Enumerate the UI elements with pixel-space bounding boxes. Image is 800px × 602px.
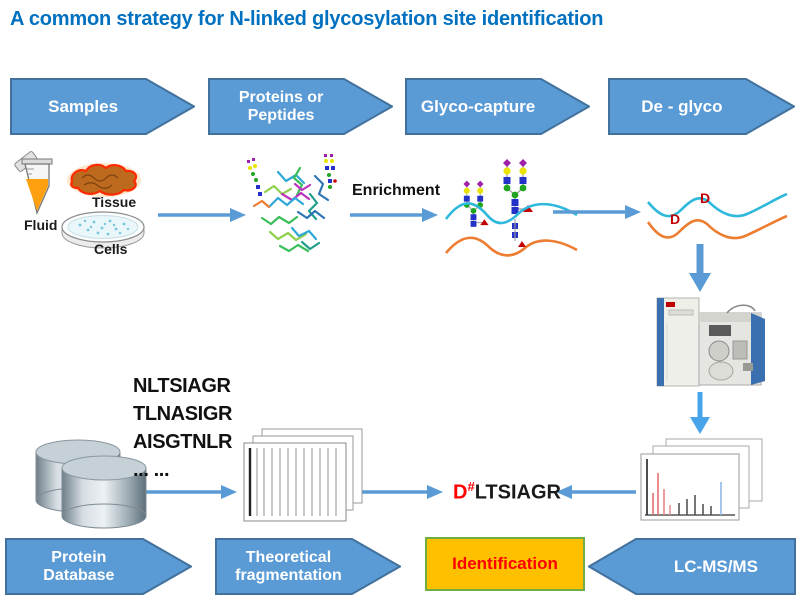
flow-step-protein-database: Protein Database bbox=[5, 538, 192, 595]
identification-label: Identification bbox=[452, 554, 558, 573]
tissue-label: Tissue bbox=[92, 194, 137, 210]
enrichment-label: Enrichment bbox=[352, 182, 441, 199]
fluid-tube-icon bbox=[14, 151, 53, 216]
flow-step-lc-msms: LC-MS/MS bbox=[588, 538, 796, 595]
flow-step-de-glyco: De - glyco bbox=[608, 78, 795, 135]
ms-spectrum-stack bbox=[640, 438, 763, 521]
flow-step-label: Glyco-capture bbox=[420, 96, 536, 116]
identified-peptide-hash: # bbox=[467, 479, 475, 494]
protein-cluster-icon bbox=[247, 154, 337, 253]
peptide-item: TLNASIGR bbox=[133, 403, 233, 425]
right-arrow-shape bbox=[208, 78, 393, 135]
identified-peptide: D#LTSIAGR bbox=[453, 479, 561, 505]
left-arrow-shape bbox=[588, 538, 796, 595]
peptide-item: ... ... bbox=[133, 459, 170, 481]
deglyco-d-bottom: D bbox=[670, 211, 681, 227]
page-title: A common strategy for N-linked glycosyla… bbox=[10, 8, 604, 30]
right-arrow-shape bbox=[405, 78, 590, 135]
cells-dish-icon bbox=[61, 211, 145, 249]
arrow-docs-to-peptide bbox=[355, 485, 443, 499]
arrow-spectrum-to-peptide bbox=[556, 485, 636, 499]
arrow-down-to-ms bbox=[689, 244, 711, 292]
right-arrow-shape bbox=[10, 78, 195, 135]
arrow-enrichment bbox=[350, 208, 438, 222]
arrow-db-to-docs bbox=[145, 485, 237, 499]
flow-step-label: Samples bbox=[48, 96, 119, 116]
deglyco-d-top: D bbox=[700, 190, 711, 206]
identified-peptide-d: D bbox=[453, 481, 468, 504]
flow-step-glyco-capture: Glyco-capture bbox=[405, 78, 590, 135]
arrow-samples-to-proteins bbox=[158, 208, 246, 222]
flow-step-theoretical-fragmentation: Theoretical fragmentation bbox=[215, 538, 401, 595]
flow-step-label: Protein Database bbox=[43, 548, 115, 584]
flow-step-samples: Samples bbox=[10, 78, 195, 135]
identification-box: Identification bbox=[425, 537, 585, 591]
flow-step-proteins-peptides: Proteins or Peptides bbox=[208, 78, 393, 135]
flow-step-label: Proteins or Peptides bbox=[238, 88, 324, 124]
protein-database-icon bbox=[35, 439, 147, 529]
deglyco-waves-icon bbox=[646, 192, 788, 240]
tissue-icon bbox=[67, 163, 141, 197]
flow-step-label: Theoretical fragmentation bbox=[235, 548, 342, 584]
identified-peptide-rest: LTSIAGR bbox=[474, 481, 561, 504]
arrow-capture-to-deglyco bbox=[553, 205, 641, 219]
glyco-capture-icon bbox=[444, 158, 578, 257]
flow-step-label: LC-MS/MS bbox=[673, 556, 758, 576]
fluid-label: Fluid bbox=[24, 217, 58, 233]
arrow-down-to-spectrum bbox=[690, 392, 710, 434]
peptide-item: AISGTNLR bbox=[133, 431, 233, 453]
theoretical-spectra-stack bbox=[243, 428, 363, 522]
peptide-item: NLTSIAGR bbox=[133, 375, 231, 397]
right-arrow-shape bbox=[215, 538, 401, 595]
right-arrow-shape bbox=[5, 538, 192, 595]
mass-spectrometer-image bbox=[656, 297, 765, 387]
cells-label: Cells bbox=[94, 241, 128, 257]
peptide-list: NLTSIAGR TLNASIGR AISGTNLR ... ... bbox=[133, 372, 232, 484]
flow-step-label: De - glyco bbox=[641, 96, 723, 116]
right-arrow-shape bbox=[608, 78, 795, 135]
